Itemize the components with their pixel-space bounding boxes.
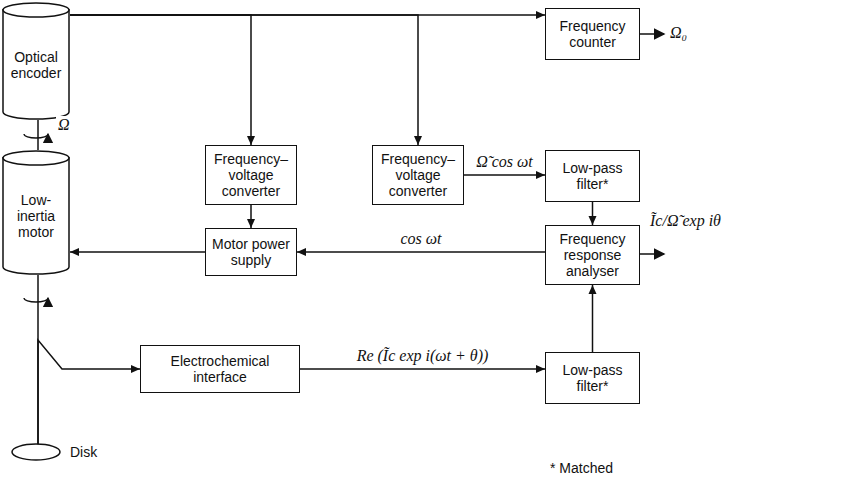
motor: Low-inertia motor: [2, 150, 70, 275]
power-supply-box: Motor power supply: [205, 228, 297, 276]
signal-connector: [38, 120, 39, 150]
optical-encoder: Optical encoder: [2, 2, 70, 120]
node-label: Low-pass filter*: [546, 360, 639, 396]
analyser-box: Frequency response analyser: [545, 225, 640, 285]
signal-connector: [297, 248, 545, 256]
output-symbol: Ĩc/Ω̃ exp iθ: [648, 212, 723, 230]
signal-connector: [589, 202, 597, 225]
converter-box: Frequency–voltage converter: [372, 145, 464, 205]
node-label: Motor power supply: [206, 234, 296, 270]
speed-symbol: Ω: [56, 116, 72, 134]
converter-box: Frequency–voltage converter: [205, 145, 297, 205]
signal-connector: [247, 205, 255, 228]
disk-outline: [10, 438, 64, 468]
node-label: Frequency–voltage converter: [373, 149, 463, 201]
disk: Disk: [10, 438, 120, 468]
node-label: Disk: [66, 442, 101, 462]
signal-connector: [300, 365, 545, 373]
node-label: Frequency–voltage converter: [206, 149, 296, 201]
signal-label: cos ωt: [398, 230, 443, 248]
output-arrow: [640, 33, 664, 35]
output-symbol: Ω₀: [668, 24, 689, 42]
node-label: Frequency response analyser: [546, 229, 639, 281]
signal-connector: [589, 285, 597, 352]
signal-connector: [70, 15, 255, 145]
node-label: Frequency counter: [546, 16, 639, 52]
node-label: Optical encoder: [2, 49, 70, 81]
node-label: Low-pass filter*: [546, 158, 639, 194]
rotation-arrow: [24, 298, 48, 302]
rotation-arrow: [24, 134, 48, 138]
signal-connector: [70, 248, 205, 256]
node-label: Electrochemical interface: [141, 351, 299, 387]
signal-label: Re (Ĩc exp i(ωt + θ)): [355, 347, 491, 365]
node-label: Low-inertia motor: [2, 192, 70, 240]
filter-box: Low-pass filter*: [545, 150, 640, 202]
counter-box: Frequency counter: [545, 8, 640, 60]
interface-box: Electrochemical interface: [140, 345, 300, 393]
output-arrow: [640, 253, 664, 255]
signal-connector: [464, 171, 545, 179]
signal-connector: [38, 340, 140, 444]
signal-label: Ω̃ cos ωt: [474, 153, 535, 171]
footnote: * Matched: [548, 460, 615, 476]
filter-box: Low-pass filter*: [545, 352, 640, 404]
signal-connector: [70, 15, 422, 145]
